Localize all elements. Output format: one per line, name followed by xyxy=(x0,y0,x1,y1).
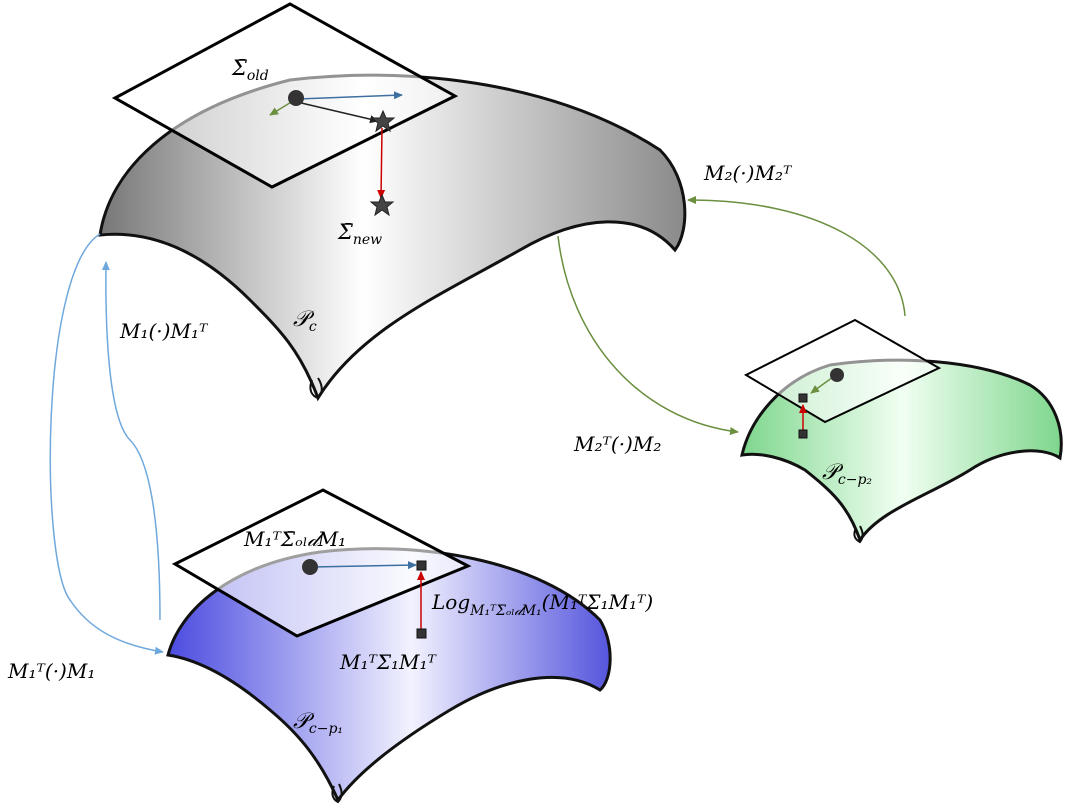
label-map-m1-down: M₁ᵀ(·)M₁ xyxy=(7,659,95,683)
square-icon-tangent-bottom xyxy=(416,560,427,571)
vector-green-top xyxy=(269,100,294,116)
vector-dark-top xyxy=(296,101,379,124)
tangent-plane-top xyxy=(111,2,459,189)
square-icon-sigma1-bottom xyxy=(416,628,427,639)
label-map-m1-up: M₁(·)M₁ᵀ xyxy=(119,319,209,343)
manifold-pc-p2-cusp xyxy=(853,525,864,544)
label-sigma-old: Σ̄old xyxy=(231,56,269,84)
vector-blue-top xyxy=(297,91,403,100)
label-map-m2-down: M₂ᵀ(·)M₂ xyxy=(573,432,661,456)
manifold-pc-p1-cusp xyxy=(331,783,343,804)
label-map-m2-up: M₂(·)M₂ᵀ xyxy=(703,161,793,185)
vector-red-top xyxy=(377,127,386,199)
map-curve-m2-down xyxy=(557,235,739,435)
star-icon-sigma-new xyxy=(369,193,395,217)
star-icon-updated-tangent xyxy=(370,109,396,133)
map-curve-m2-up xyxy=(687,196,906,317)
map-curve-m1-up xyxy=(101,261,161,621)
square-icon-tangent-right xyxy=(798,393,808,403)
label-sigma-new: Σ̄new xyxy=(337,220,382,248)
point-right-mean xyxy=(830,368,844,382)
tangent-plane-bottom xyxy=(171,488,472,638)
vector-blue-bottom xyxy=(311,561,417,570)
label-proj-sigma1: M₁ᵀΣ₁M₁ᵀ xyxy=(339,650,438,674)
vector-green-right xyxy=(810,376,834,394)
point-sigma-old xyxy=(288,90,304,106)
point-proj-sigma-old xyxy=(302,559,318,575)
label-proj-sigma-old: M₁ᵀΣ̄ₒₗ𝒹M₁ xyxy=(243,527,346,551)
square-icon-point-right xyxy=(798,429,808,439)
map-curve-m1-down xyxy=(49,233,164,655)
manifold-pc-cusp xyxy=(309,377,323,400)
label-log-map: LogM₁ᵀΣ̄ₒₗ𝒹M₁(M₁ᵀΣ₁M₁ᵀ) xyxy=(431,590,653,619)
